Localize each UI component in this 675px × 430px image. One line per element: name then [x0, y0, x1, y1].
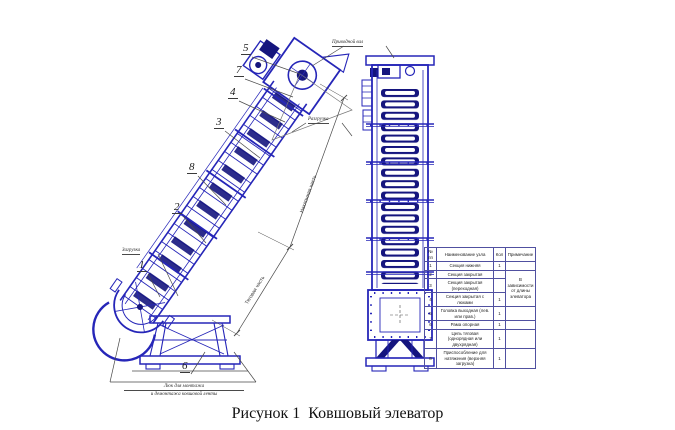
part-qty: 1	[493, 348, 506, 369]
part-name: Секция закрытая с люками	[436, 292, 494, 307]
hatch-note-line2: и демонтажа ковшовой ленты	[150, 392, 218, 397]
part-num: 3	[424, 278, 437, 293]
part-name: Секция нижняя	[436, 261, 494, 271]
table-row: 4 Секция закрытая с люками 1	[424, 292, 536, 307]
table-row: 8 Приспособление для натяжения (верхняя …	[424, 348, 536, 369]
part-num: 2	[424, 269, 437, 279]
table-row: 1 Секция нижняя 1	[424, 261, 536, 271]
part-note-merged: В зависимости от длины элеватора	[505, 269, 536, 307]
callout-2: 2	[172, 201, 182, 214]
part-num: 8	[424, 348, 437, 369]
dimension-lines	[109, 83, 349, 383]
part-qty: 1	[493, 292, 506, 307]
part-note	[505, 328, 536, 349]
table-row: 7 Цепь тяговая (однорядная или двухрядна…	[424, 328, 536, 349]
callout-6: 6	[180, 360, 190, 373]
callout-8: 8	[187, 161, 197, 174]
table-row: 5 Головка выходная (лев. или прав.) 1	[424, 306, 536, 321]
header-num: № пп	[424, 247, 437, 262]
hatch-note-line1: Люк для монтажа	[124, 384, 244, 391]
part-name: Секция закрытая	[436, 269, 494, 279]
callout-5: 5	[241, 42, 251, 55]
boot-support-stand	[132, 315, 248, 372]
platform-triangle	[271, 73, 353, 141]
part-num: 7	[424, 328, 437, 349]
part-name: Головка выходная (лев. или прав.)	[436, 306, 494, 321]
part-qty	[493, 278, 506, 293]
header-name: Наименование узла	[436, 247, 494, 262]
callout-1: 1	[137, 259, 147, 272]
part-qty: 1	[493, 261, 506, 271]
table-row: 2 Секция закрытая В зависимости от длины…	[424, 269, 536, 307]
leader-lines	[147, 45, 395, 375]
part-num: 1	[424, 261, 437, 271]
part-qty	[493, 269, 506, 279]
part-name: Рама опорная	[436, 320, 494, 330]
part-note	[505, 306, 536, 321]
part-note	[505, 320, 536, 330]
part-note	[505, 348, 536, 369]
table-header-row: № пп Наименование узла Кол Примечание	[424, 247, 536, 262]
table-row: 3 Секция закрытая (переходная)	[424, 278, 536, 293]
callout-4: 4	[228, 86, 238, 99]
part-name: Секция закрытая (переходная)	[436, 278, 494, 293]
part-note	[505, 261, 536, 271]
table-row: 6 Рама опорная 1	[424, 320, 536, 330]
callout-3: 3	[214, 116, 224, 129]
parts-table: № пп Наименование узла Кол Примечание 1 …	[424, 247, 536, 369]
label-loading: Загрузка	[122, 248, 141, 255]
label-discharge: Разгрузка	[308, 117, 329, 124]
part-num: 4	[424, 292, 437, 307]
header-note: Примечание	[505, 247, 536, 262]
part-qty: 1	[493, 320, 506, 330]
label-drive-shaft: Приводной вал	[332, 40, 364, 47]
part-num: 6	[424, 320, 437, 330]
vertical-elevator-view	[361, 55, 435, 372]
figure-caption: Рисунок 1 Ковшовый элеватор	[231, 405, 444, 422]
header-qty: Кол	[493, 247, 506, 262]
part-qty: 1	[493, 306, 506, 321]
part-num: 5	[424, 306, 437, 321]
part-name: Приспособление для натяжения (верхняя за…	[436, 348, 494, 369]
callout-7: 7	[234, 64, 244, 77]
part-name: Цепь тяговая (однорядная или двухрядная)	[436, 328, 494, 349]
part-qty: 1	[493, 328, 506, 349]
